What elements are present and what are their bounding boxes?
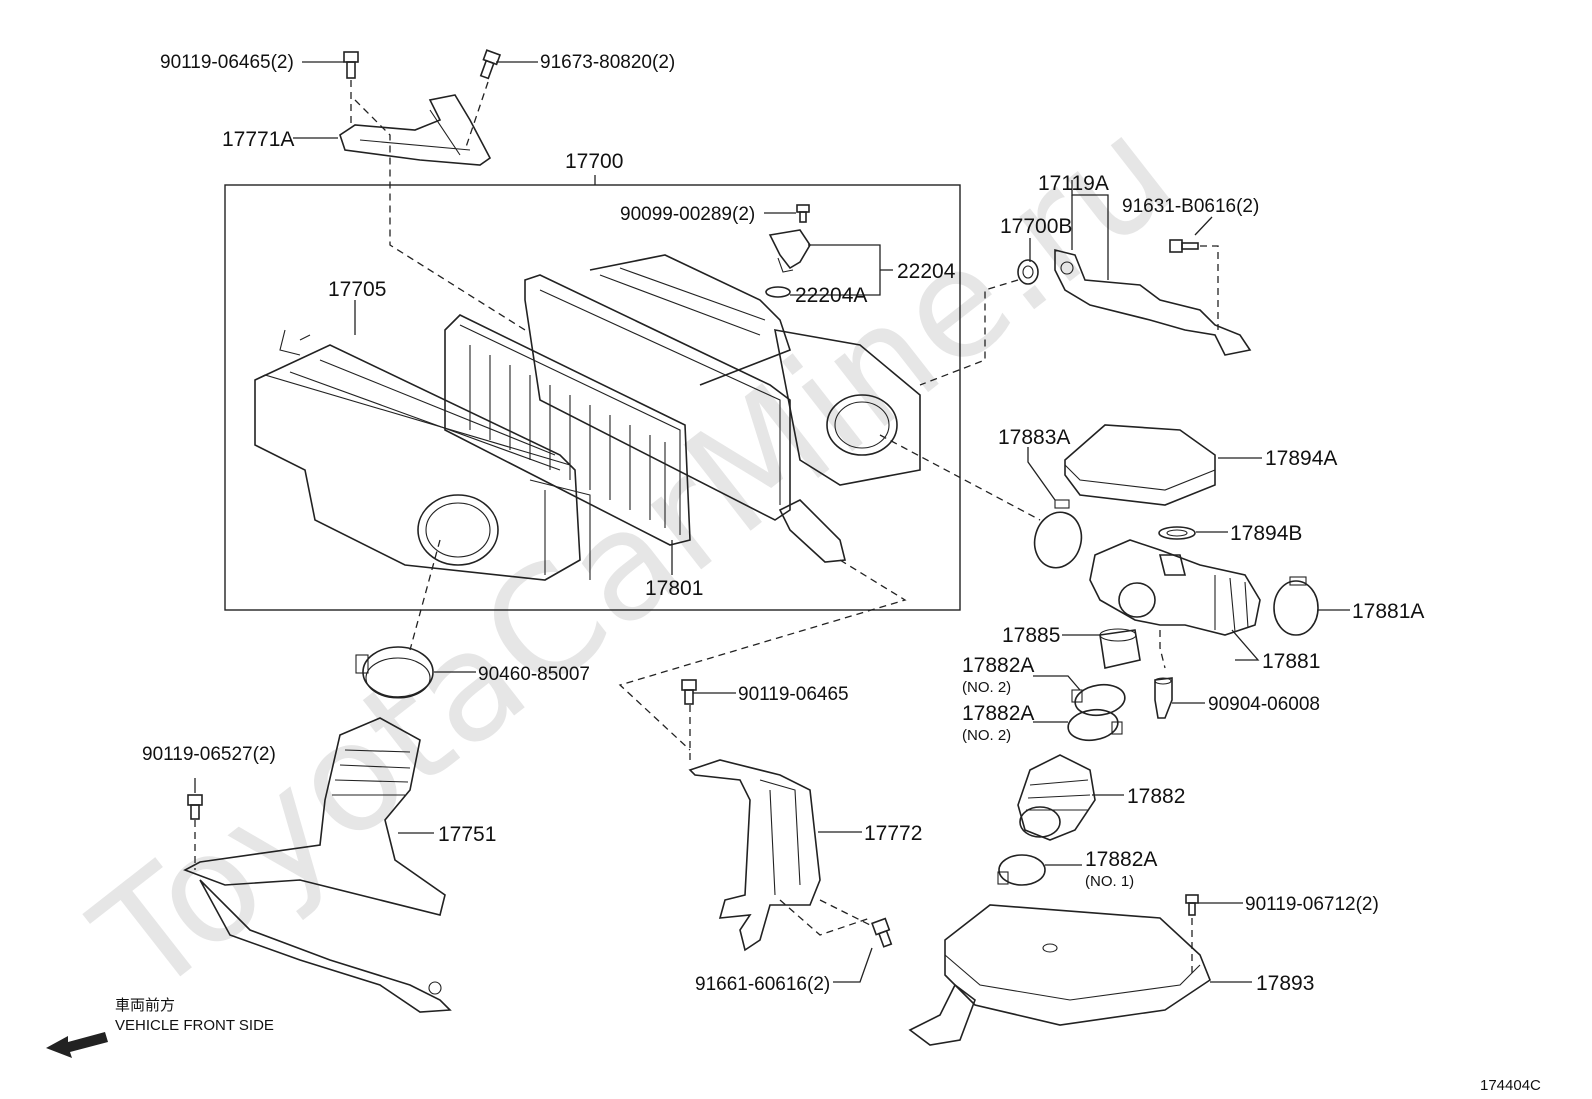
label-17119a: 17119A [1038,172,1109,195]
clamp-17882a-no2-upper[interactable] [1071,682,1127,719]
bolt-90119-06527[interactable] [187,794,203,820]
clamp-17883a[interactable] [1029,499,1088,573]
label-90904-06008: 90904-06008 [1208,694,1320,715]
intake-hose-17881[interactable] [1089,539,1261,636]
label-17882a-3: 17882A [1085,848,1157,871]
label-no1: (NO. 1) [1085,873,1134,890]
label-17751: 17751 [438,823,496,846]
label-17885: 17885 [1002,624,1060,647]
front-side-arrow-icon [46,1032,108,1058]
label-91661-60616-2: 91661-60616(2) [695,974,830,995]
gasket-17894b[interactable] [1158,526,1196,540]
clamp-17882a-no1[interactable] [997,854,1046,886]
label-22204a: 22204A [795,284,867,307]
label-17801: 17801 [645,577,703,600]
label-no2-2: (NO. 2) [962,727,1011,744]
clamp-17881a[interactable] [1273,576,1319,636]
front-side-jp: 車両前方 [115,997,175,1014]
label-17700b: 17700B [1000,215,1072,238]
label-17772: 17772 [864,822,922,845]
bolt-91631-b0616[interactable] [1169,239,1199,253]
label-17882a-1: 17882A [962,654,1034,677]
bolt-91673-80820[interactable] [478,49,502,80]
diagram-id: 174404C [1480,1077,1541,1094]
bolt-90119-06712[interactable] [1185,894,1199,916]
label-17883a: 17883A [998,426,1070,449]
label-no2-1: (NO. 2) [962,679,1011,696]
clamp-17882a-no2-lower[interactable] [1066,707,1123,744]
label-17882: 17882 [1127,785,1185,808]
bolt-90119-06465-mid[interactable] [681,679,697,705]
bracket-17772[interactable] [688,759,821,952]
label-17881: 17881 [1262,650,1320,673]
hose-17882[interactable] [1017,754,1096,841]
bracket-17119a[interactable] [1054,248,1252,356]
label-90460-85007: 90460-85007 [478,664,590,685]
resonator-17893[interactable] [908,904,1211,1046]
label-17700: 17700 [565,150,623,173]
label-17771a: 17771A [222,128,294,151]
bolt-90119-06465-top[interactable] [343,51,359,79]
label-22204: 22204 [897,260,956,283]
screw-90099-00289[interactable] [796,204,810,223]
air-cleaner-cap-17705[interactable] [254,329,591,581]
o-ring-22204a[interactable] [765,286,791,298]
label-17894b: 17894B [1230,522,1302,545]
label-91631-b0616-2: 91631-B0616(2) [1122,196,1259,217]
bolt-91661-60616[interactable] [871,917,894,948]
label-90119-06465: 90119-06465 [738,684,849,705]
front-side-en: VEHICLE FRONT SIDE [115,1017,274,1034]
label-91673-80820-2: 91673-80820(2) [540,52,675,73]
label-17881a: 17881A [1352,600,1424,623]
label-90099-00289-2: 90099-00289(2) [620,204,755,225]
air-flow-meter-22204[interactable] [768,229,811,273]
label-17705: 17705 [328,278,386,301]
air-cleaner-case-17700[interactable] [524,254,921,563]
label-90119-06527-2: 90119-06527(2) [142,744,276,765]
label-17882a-2: 17882A [962,702,1034,725]
sensor-90904-06008[interactable] [1154,677,1173,719]
resonator-cover-17894a[interactable] [1064,424,1216,506]
label-90119-06712-2: 90119-06712(2) [1245,894,1379,915]
assembly-box-17700 [224,184,961,611]
label-90119-06465-2: 90119-06465(2) [160,52,294,73]
clamp-90460-85007[interactable] [355,646,434,699]
air-duct-17751[interactable] [183,717,452,1013]
bracket-17771a[interactable] [339,94,492,166]
grommet-17700b[interactable] [1017,259,1039,285]
label-17894a: 17894A [1265,447,1337,470]
hose-17885[interactable] [1099,628,1141,669]
label-17893: 17893 [1256,972,1314,995]
